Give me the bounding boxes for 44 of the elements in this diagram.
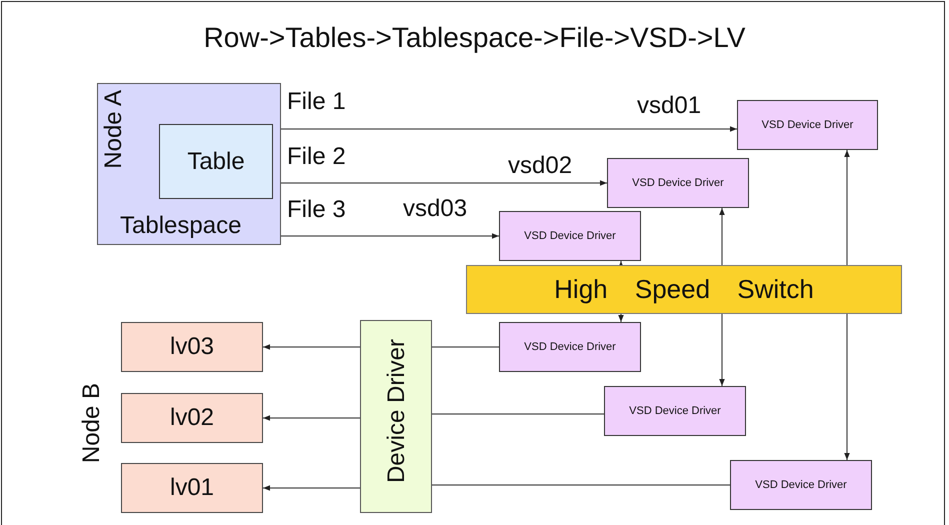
arrow bbox=[719, 208, 725, 266]
arrow bbox=[844, 150, 850, 266]
node-label: VSD Device Driver bbox=[524, 230, 616, 242]
node-label: Node A bbox=[100, 90, 128, 169]
volume-box bbox=[121, 463, 263, 513]
driver-box bbox=[607, 158, 749, 208]
arrow bbox=[262, 344, 360, 350]
volume-box bbox=[121, 322, 263, 372]
node-label: VSD Device Driver bbox=[755, 479, 847, 491]
tablespace-box bbox=[97, 83, 281, 245]
arrow bbox=[262, 485, 360, 491]
arrow bbox=[844, 314, 850, 460]
node-caption: vsd03 bbox=[403, 195, 468, 223]
node-label: VSD Device Driver bbox=[629, 405, 721, 417]
driver-box bbox=[737, 100, 878, 150]
side-label: Node B bbox=[78, 383, 106, 464]
title: Row->Tables->Tablespace->File->VSD->LV bbox=[202, 22, 746, 54]
node-caption: vsd01 bbox=[637, 92, 702, 120]
node-label: lv03 bbox=[170, 333, 214, 361]
node-label: Table bbox=[187, 148, 245, 176]
arrow bbox=[719, 314, 725, 386]
arrow bbox=[280, 233, 500, 239]
node-label: High Speed Switch bbox=[554, 274, 814, 305]
driver-box bbox=[499, 211, 641, 261]
switch-band bbox=[466, 265, 902, 314]
node-label: VSD Device Driver bbox=[762, 119, 854, 131]
driver-box bbox=[730, 460, 872, 510]
node-caption: vsd02 bbox=[508, 152, 572, 180]
node-label: lv02 bbox=[170, 404, 214, 432]
arrow bbox=[618, 314, 624, 322]
node-label: VSD Device Driver bbox=[524, 341, 616, 353]
node-label: lv01 bbox=[170, 474, 214, 502]
driver-box bbox=[360, 320, 432, 513]
driver-box bbox=[604, 386, 746, 436]
volume-box bbox=[121, 393, 263, 443]
arrow bbox=[618, 260, 624, 268]
arrow bbox=[280, 180, 608, 186]
node-label: VSD Device Driver bbox=[632, 177, 724, 189]
node-label: Tablespace bbox=[120, 212, 242, 240]
arrow bbox=[280, 126, 738, 132]
arrow bbox=[262, 415, 360, 421]
node-label: Device Driver bbox=[383, 339, 411, 484]
driver-box bbox=[499, 322, 641, 372]
table-box bbox=[159, 124, 273, 199]
